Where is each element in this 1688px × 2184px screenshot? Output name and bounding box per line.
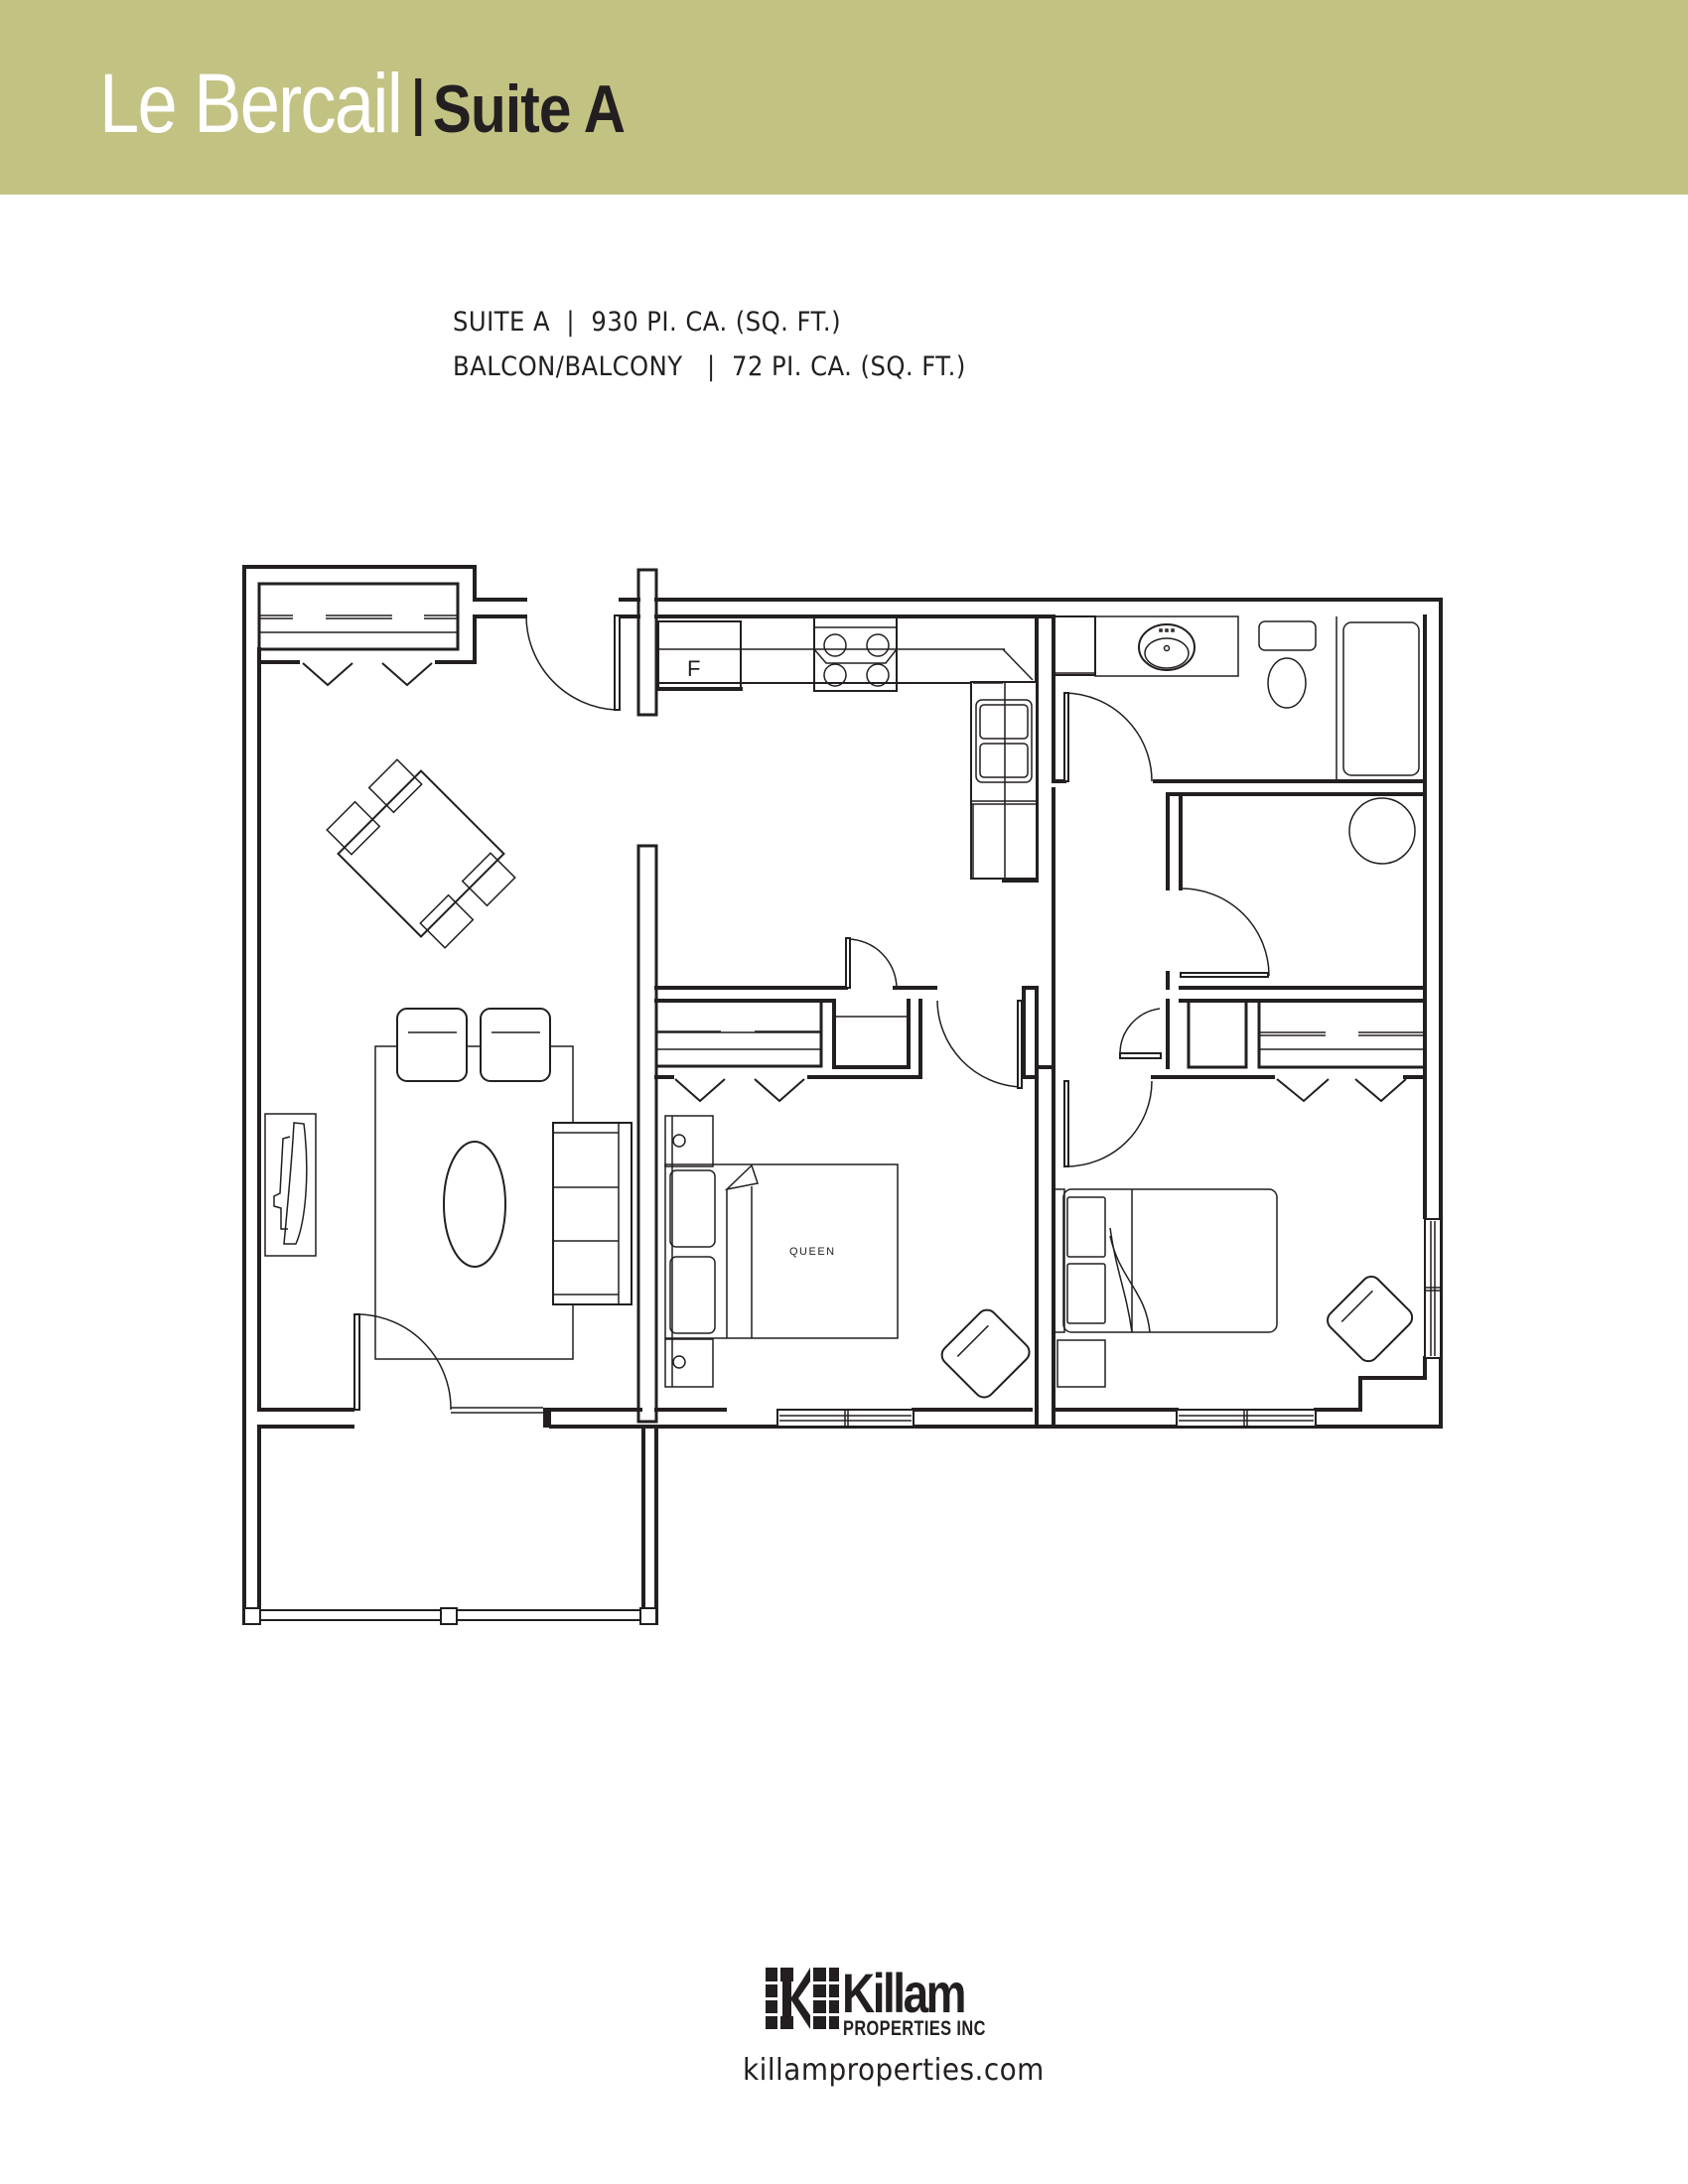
windows [776,1218,1442,1428]
kitchen: F [655,615,1039,880]
doors [353,614,1270,1414]
closet-bifold-doors [302,662,1407,1103]
logo-subtitle: PROPERTIES INC [843,2017,986,2040]
walls [242,565,1443,1625]
header-band [0,0,1688,195]
balcony-area-line: BALCON/BALCONY | 72 PI. CA. (SQ. FT.) [453,351,966,382]
bathroom [1053,615,1420,781]
balcony [242,1425,658,1625]
website-link[interactable]: killamproperties.com [743,2053,1045,2088]
building-name: Le Bercail [99,57,403,150]
master-bedroom-furniture: QUEEN [664,1115,1031,1399]
area-specs: SUITE A | 930 PI. CA. (SQ. FT.) BALCON/BA… [453,300,966,389]
killam-logo-icon [766,1968,839,2029]
living-room-furniture [264,1008,633,1360]
suite-area-line: SUITE A | 930 PI. CA. (SQ. FT.) [453,307,842,338]
fridge-label: F [687,656,700,681]
dining-set [326,758,516,949]
second-bedroom-furniture [1054,1188,1414,1388]
laundry-appliance [1348,797,1416,865]
bed-label-queen: QUEEN [789,1246,836,1258]
logo-wordmark: Killam [842,1962,967,2024]
title-separator [414,78,421,136]
suite-name: Suite A [432,71,626,147]
